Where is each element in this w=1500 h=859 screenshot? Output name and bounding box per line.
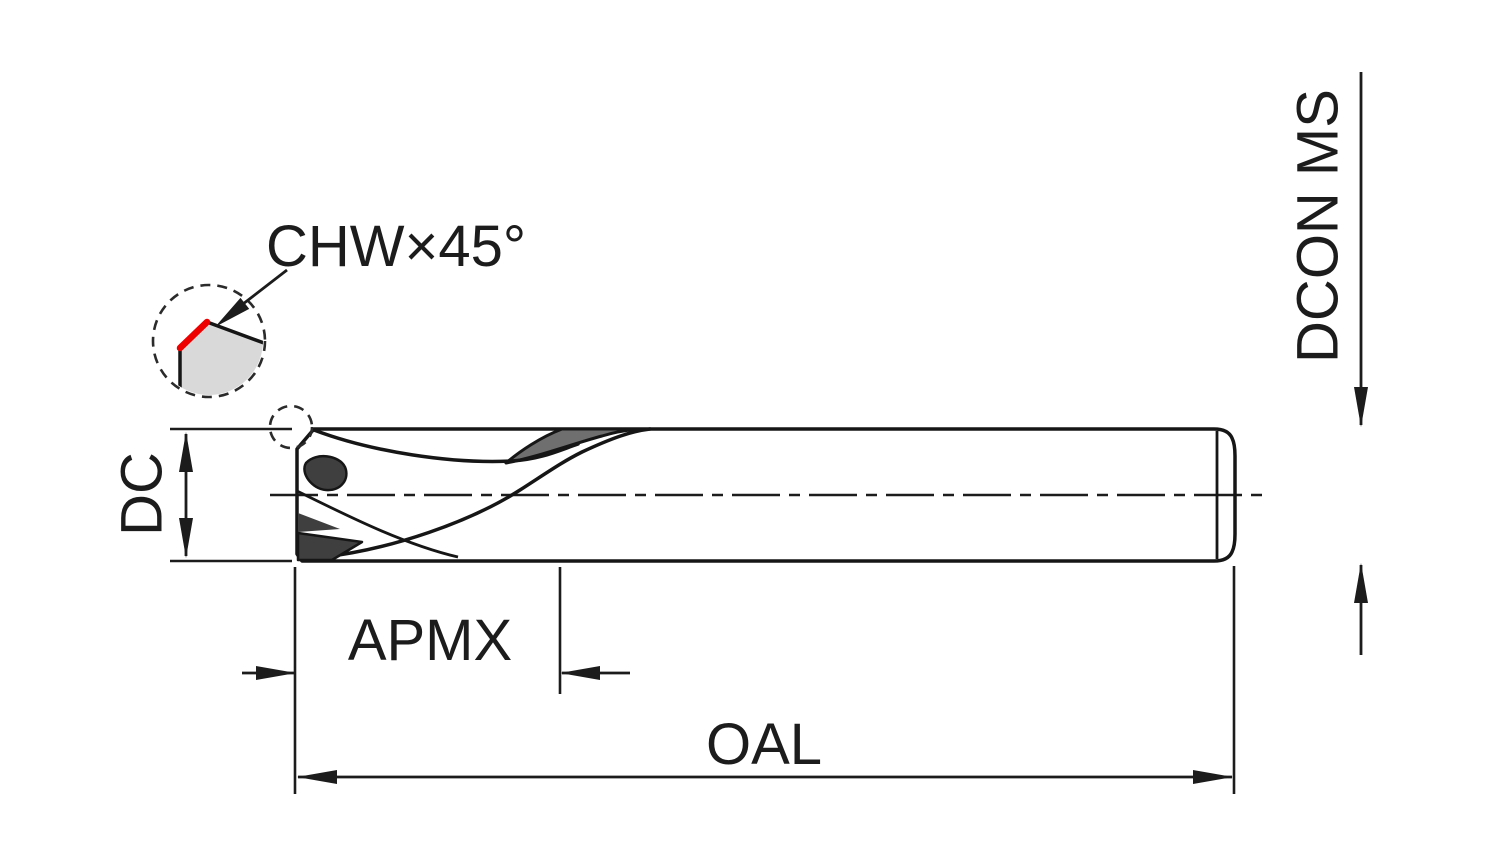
- core-gash-shadow: [303, 455, 348, 492]
- dc-label: DC: [109, 452, 174, 536]
- dimension-apmx: APMX: [242, 567, 630, 794]
- chamfer-label: CHW×45°: [266, 214, 526, 279]
- detail-face-edge: [205, 320, 263, 348]
- apmx-label: APMX: [348, 608, 512, 673]
- tool-silhouette: [295, 427, 1237, 563]
- chamfer-leader-line: [242, 268, 288, 306]
- detail-content: [176, 318, 263, 395]
- apmx-arrow-left-icon: [560, 666, 600, 680]
- oal-arrow-left-icon: [297, 770, 337, 784]
- detail-circle: [151, 283, 267, 399]
- lower-flute-curve: [322, 427, 652, 559]
- dimension-dcon-ms: DCON MS: [1285, 72, 1368, 655]
- corner-detail-circle: [268, 404, 314, 450]
- detail-view: [151, 283, 267, 399]
- tooth-shadow-lower: [296, 531, 364, 562]
- dc-arrow-down-icon: [179, 518, 193, 558]
- dimension-oal: OAL: [297, 566, 1236, 794]
- oal-label: OAL: [706, 712, 822, 777]
- tool-body: [268, 404, 1237, 563]
- dc-arrow-up-icon: [179, 432, 193, 472]
- dcon-arrow-up-icon: [1354, 563, 1368, 603]
- dcon-ms-label: DCON MS: [1285, 89, 1350, 363]
- flute-region: [296, 427, 652, 562]
- chamfer-callout: CHW×45°: [215, 214, 526, 327]
- dcon-arrow-down-icon: [1354, 387, 1368, 427]
- tooth-shadow-upper: [298, 513, 340, 532]
- chamfer-highlight-line: [176, 318, 211, 352]
- dimension-dc: DC: [109, 427, 292, 563]
- oal-arrow-right-icon: [1193, 770, 1233, 784]
- upper-flute-curve: [312, 428, 580, 464]
- apmx-arrow-right-icon: [256, 666, 296, 680]
- chamfer-leader-arrowhead-icon: [215, 297, 250, 327]
- tip-flute-curve: [296, 489, 459, 559]
